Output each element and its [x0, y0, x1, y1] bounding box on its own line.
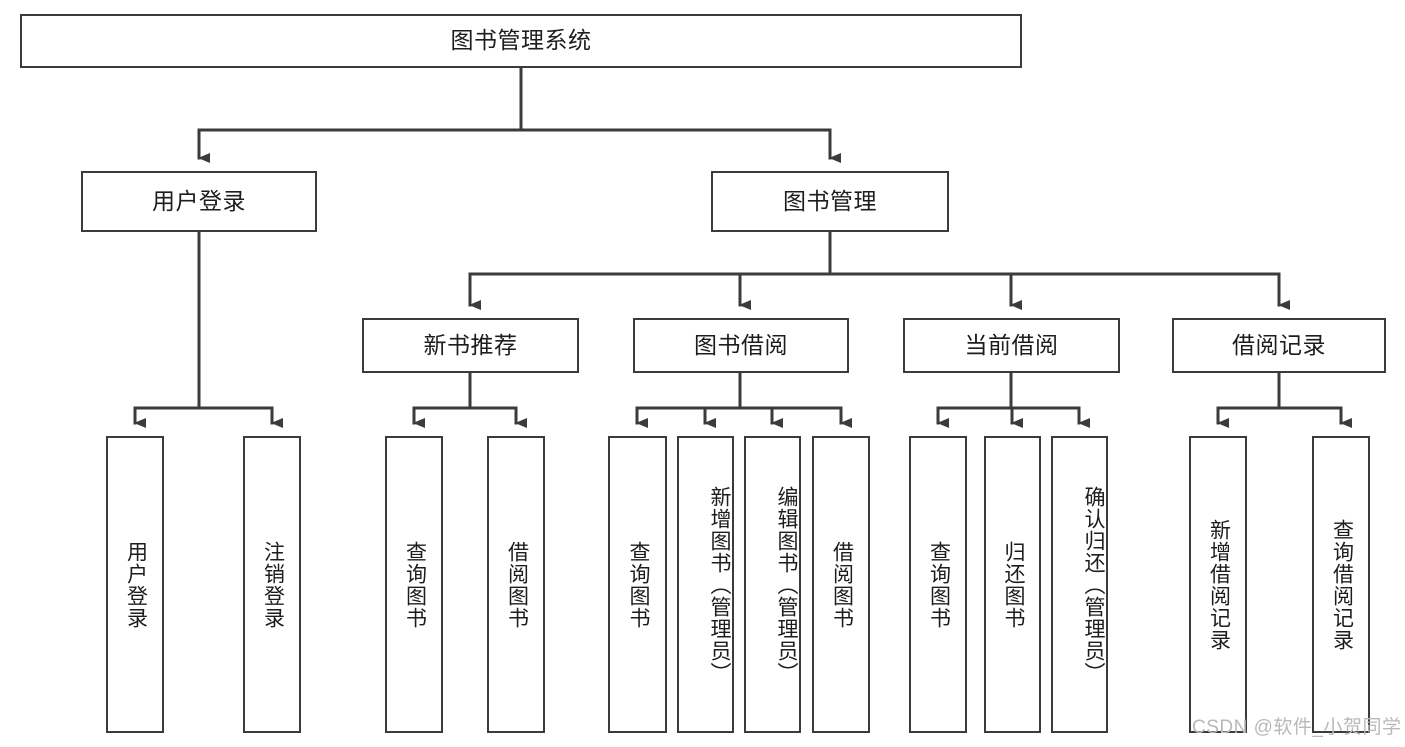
node-label: 借阅图书 — [830, 540, 854, 629]
node-label: 图书管理 — [783, 187, 877, 214]
node-label: 查询图书 — [626, 540, 650, 629]
watermark: CSDN @软件_小贺同学 — [1192, 717, 1402, 738]
leaf-confirm-return-admin[interactable]: 确认归还（管理员） — [1051, 436, 1108, 733]
leaf-logout[interactable]: 注销登录 — [243, 436, 301, 733]
node-borrow-record[interactable]: 借阅记录 — [1172, 318, 1386, 373]
node-label: 查询图书 — [403, 540, 427, 629]
node-label: 图书管理系统 — [450, 27, 592, 54]
node-new-book-recommend[interactable]: 新书推荐 — [362, 318, 579, 373]
node-label: 新增借阅记录 — [1207, 518, 1231, 651]
node-root[interactable]: 图书管理系统 — [20, 14, 1022, 68]
node-label: 注销登录 — [261, 540, 285, 629]
node-book-borrow[interactable]: 图书借阅 — [633, 318, 849, 373]
leaf-return-book[interactable]: 归还图书 — [984, 436, 1041, 733]
node-label: 归还图书 — [1001, 540, 1025, 629]
leaf-query-book-2[interactable]: 查询图书 — [608, 436, 667, 733]
node-label: 借阅记录 — [1232, 331, 1326, 358]
node-label: 查询图书 — [927, 540, 951, 629]
node-label: 用户登录 — [124, 540, 148, 629]
leaf-add-book-admin[interactable]: 新增图书（管理员） — [677, 436, 734, 733]
leaf-borrow-book-2[interactable]: 借阅图书 — [812, 436, 870, 733]
leaf-add-borrow-record[interactable]: 新增借阅记录 — [1189, 436, 1247, 733]
node-label: 查询借阅记录 — [1330, 518, 1354, 651]
node-label: 新书推荐 — [423, 331, 518, 358]
node-user-login[interactable]: 用户登录 — [81, 171, 317, 232]
leaf-query-book-3[interactable]: 查询图书 — [909, 436, 967, 733]
leaf-query-book-1[interactable]: 查询图书 — [385, 436, 443, 733]
node-label: 图书借阅 — [694, 331, 788, 358]
node-book-management[interactable]: 图书管理 — [711, 171, 949, 232]
leaf-query-borrow-record[interactable]: 查询借阅记录 — [1312, 436, 1370, 733]
node-label: 编辑图书（管理员） — [775, 485, 798, 684]
node-label: 当前借阅 — [964, 331, 1059, 358]
leaf-borrow-book-1[interactable]: 借阅图书 — [487, 436, 545, 733]
leaf-user-login[interactable]: 用户登录 — [106, 436, 164, 733]
node-label: 借阅图书 — [505, 540, 529, 629]
node-label: 新增图书（管理员） — [708, 485, 731, 684]
node-label: 用户登录 — [152, 187, 246, 214]
node-current-borrow[interactable]: 当前借阅 — [903, 318, 1120, 373]
leaf-edit-book-admin[interactable]: 编辑图书（管理员） — [744, 436, 801, 733]
node-label: 确认归还（管理员） — [1082, 485, 1105, 684]
